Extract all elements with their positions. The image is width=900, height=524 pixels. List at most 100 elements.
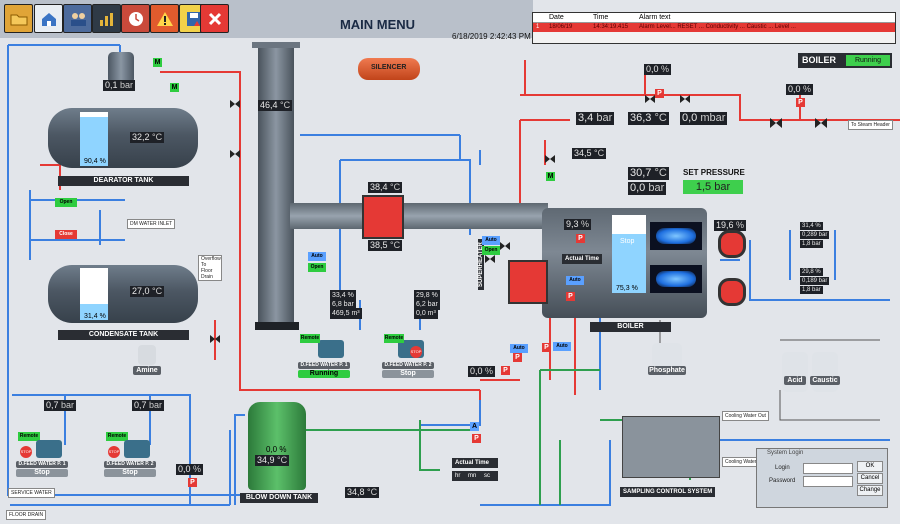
warning-icon[interactable] [150, 4, 179, 33]
phosphate-tank [652, 343, 682, 367]
bottom-pump-2-mode: Remote [106, 432, 128, 441]
boiler-valve-pct-value: 9,3 [566, 219, 579, 229]
bottom-pump-2-stop-icon: STOP [108, 446, 120, 458]
login-input[interactable] [803, 463, 853, 474]
economizer-bottom-temp-value: 38,5 [370, 240, 388, 250]
steam-pressure-value: 3,4 [578, 112, 594, 124]
dearator-temp: 32,2 °C [130, 132, 165, 143]
dm-inlet-close-badge[interactable]: Close [55, 230, 77, 239]
home-icon[interactable] [34, 4, 63, 33]
boiler-temp-unit: °C [654, 167, 667, 179]
feed-pump-1-reading-1: 6,8 bar [330, 299, 356, 310]
burner-readout-3: 29,8 % [800, 268, 823, 276]
users-icon[interactable] [63, 4, 92, 33]
dm-inlet-open-badge[interactable]: Open [55, 198, 77, 207]
boiler-inlet-auto-badge[interactable]: Auto [482, 236, 500, 245]
dearator-temp-unit: °C [152, 132, 163, 142]
boiler-pressure-value: 0,0 [630, 182, 646, 194]
boiler-pressure-unit: bar [648, 182, 665, 194]
floor-drain-label: FLOOR DRAIN [6, 510, 47, 520]
blowdown-valve-p-badge[interactable]: P [501, 366, 510, 375]
amine-tank [138, 345, 156, 365]
alarm-row-text: Alarm Level... RESET ... Conductivity ..… [639, 24, 796, 30]
valve-p-badge-4[interactable]: P [513, 353, 522, 362]
condensate-level-fill [80, 303, 108, 320]
motor-m-badge-2[interactable]: M [170, 83, 179, 92]
bd-timer-sc: sc [484, 473, 491, 479]
burner-fan-top[interactable] [718, 230, 746, 258]
burner-readout-4: 0,189 bar [800, 277, 830, 285]
blow-down-level: 0,0 % [264, 444, 288, 455]
bottom-pump-1[interactable] [36, 440, 62, 458]
password-input[interactable] [803, 476, 853, 487]
bottom-pump-2-pressure: 0,7 bar [132, 400, 165, 411]
chart-icon[interactable] [92, 4, 121, 33]
blow-down-temp: 34,9 °C [255, 455, 290, 466]
burner-readout-2: 1,8 bar [800, 240, 823, 248]
set-pressure-value: 1,5 [695, 181, 712, 193]
feed-pump-1-mode: Remote [300, 334, 320, 343]
dearator-level-value: 90,4 [84, 158, 98, 165]
bd-timer-hr: hr [455, 473, 461, 479]
steam-valve-pct-value: 0,0 [646, 64, 659, 74]
folder-icon[interactable] [4, 4, 33, 33]
silencer [358, 58, 420, 80]
bottom-pump-2[interactable] [124, 440, 150, 458]
small-valve-p-badge[interactable]: P [188, 478, 197, 487]
burner-fan-bottom[interactable] [718, 278, 746, 306]
steam-pressure-unit: bar [596, 112, 613, 124]
login-cancel-button[interactable]: Cancel [857, 473, 883, 484]
cooling-water-out: Cooling Water Out [722, 411, 769, 421]
login-change-button[interactable]: Change [857, 485, 883, 496]
condensate-level-gauge [80, 268, 108, 320]
feed-pump-2-reading-2: 0,0 m³ [414, 308, 438, 319]
steam-valve2-p-badge[interactable]: P [796, 98, 805, 107]
alarm-row[interactable]: 1 18/06/19 14:34:19.415 Alarm Level... R… [533, 23, 895, 32]
bd-auto-badge[interactable]: Auto [510, 344, 528, 353]
boiler-drum-level-unit: % [631, 285, 638, 292]
economizer-auto-badge[interactable]: Auto [308, 252, 326, 261]
motor-m-badge-3[interactable]: M [153, 58, 162, 67]
dearator-tank [48, 108, 198, 168]
bd-timer-auto[interactable]: A [470, 422, 479, 431]
valve-p-badge-1[interactable]: P [576, 234, 585, 243]
valve-p-badge-2[interactable]: P [566, 292, 575, 301]
flue-duct [290, 203, 548, 229]
set-pressure-input[interactable]: 1,5 bar [683, 180, 743, 194]
drain-auto-badge[interactable]: Auto [553, 342, 571, 351]
bottom-pump-1-status[interactable]: Stop [16, 469, 68, 477]
silencer-label: SILENCER [371, 64, 407, 71]
economizer-open-badge[interactable]: Open [308, 263, 326, 272]
amine-label: Amine [133, 366, 161, 375]
datetime: 6/18/2019 2:42:43 PM [452, 32, 531, 41]
login-ok-button[interactable]: OK [857, 461, 883, 472]
economizer-top-temp-value: 38,4 [370, 182, 388, 192]
alarm-col-text: Alarm text [639, 14, 671, 21]
dearator-temp-value: 32,2 [132, 132, 150, 142]
feed-pump-2-status[interactable]: Stop [382, 370, 434, 378]
set-pressure-unit: bar [714, 181, 731, 193]
valve-p-badge-3[interactable]: P [542, 343, 551, 352]
boiler-drum-level: 75,3 % [614, 283, 640, 294]
steam-valve2-pct-unit: % [803, 84, 812, 94]
bd-timer-p-badge[interactable]: P [472, 434, 481, 443]
steam-valve-p-badge[interactable]: P [655, 89, 664, 98]
alarm-row-time: 14:34:19.415 [593, 24, 629, 30]
set-pressure-label: SET PRESSURE [683, 168, 745, 177]
feed-pump-2-reading-1: 6,2 bar [414, 299, 440, 310]
dearator-pressure-unit: bar [120, 80, 134, 90]
bottom-pump-1-pressure-value: 0,7 [46, 400, 59, 410]
boiler-stop[interactable]: Stop [620, 238, 635, 245]
bottom-pump-2-status[interactable]: Stop [104, 469, 156, 477]
drum-auto-badge[interactable]: Auto [566, 276, 584, 285]
bottom-pump-1-mode: Remote [18, 432, 40, 441]
feed-pump-1-status[interactable]: Running [298, 370, 350, 378]
condensate-level-unit: % [99, 313, 106, 320]
alarm-table[interactable]: Date Time Alarm text 1 18/06/19 14:34:19… [532, 12, 896, 44]
clock-icon[interactable] [121, 4, 150, 33]
close-icon[interactable] [200, 4, 229, 33]
login-dialog[interactable]: System Login Login Password OK Cancel Ch… [756, 448, 888, 508]
motor-m-badge-1[interactable]: M [546, 172, 555, 181]
feed-pump-1[interactable] [318, 340, 344, 358]
boiler-inlet-open-badge[interactable]: Open [482, 246, 500, 255]
